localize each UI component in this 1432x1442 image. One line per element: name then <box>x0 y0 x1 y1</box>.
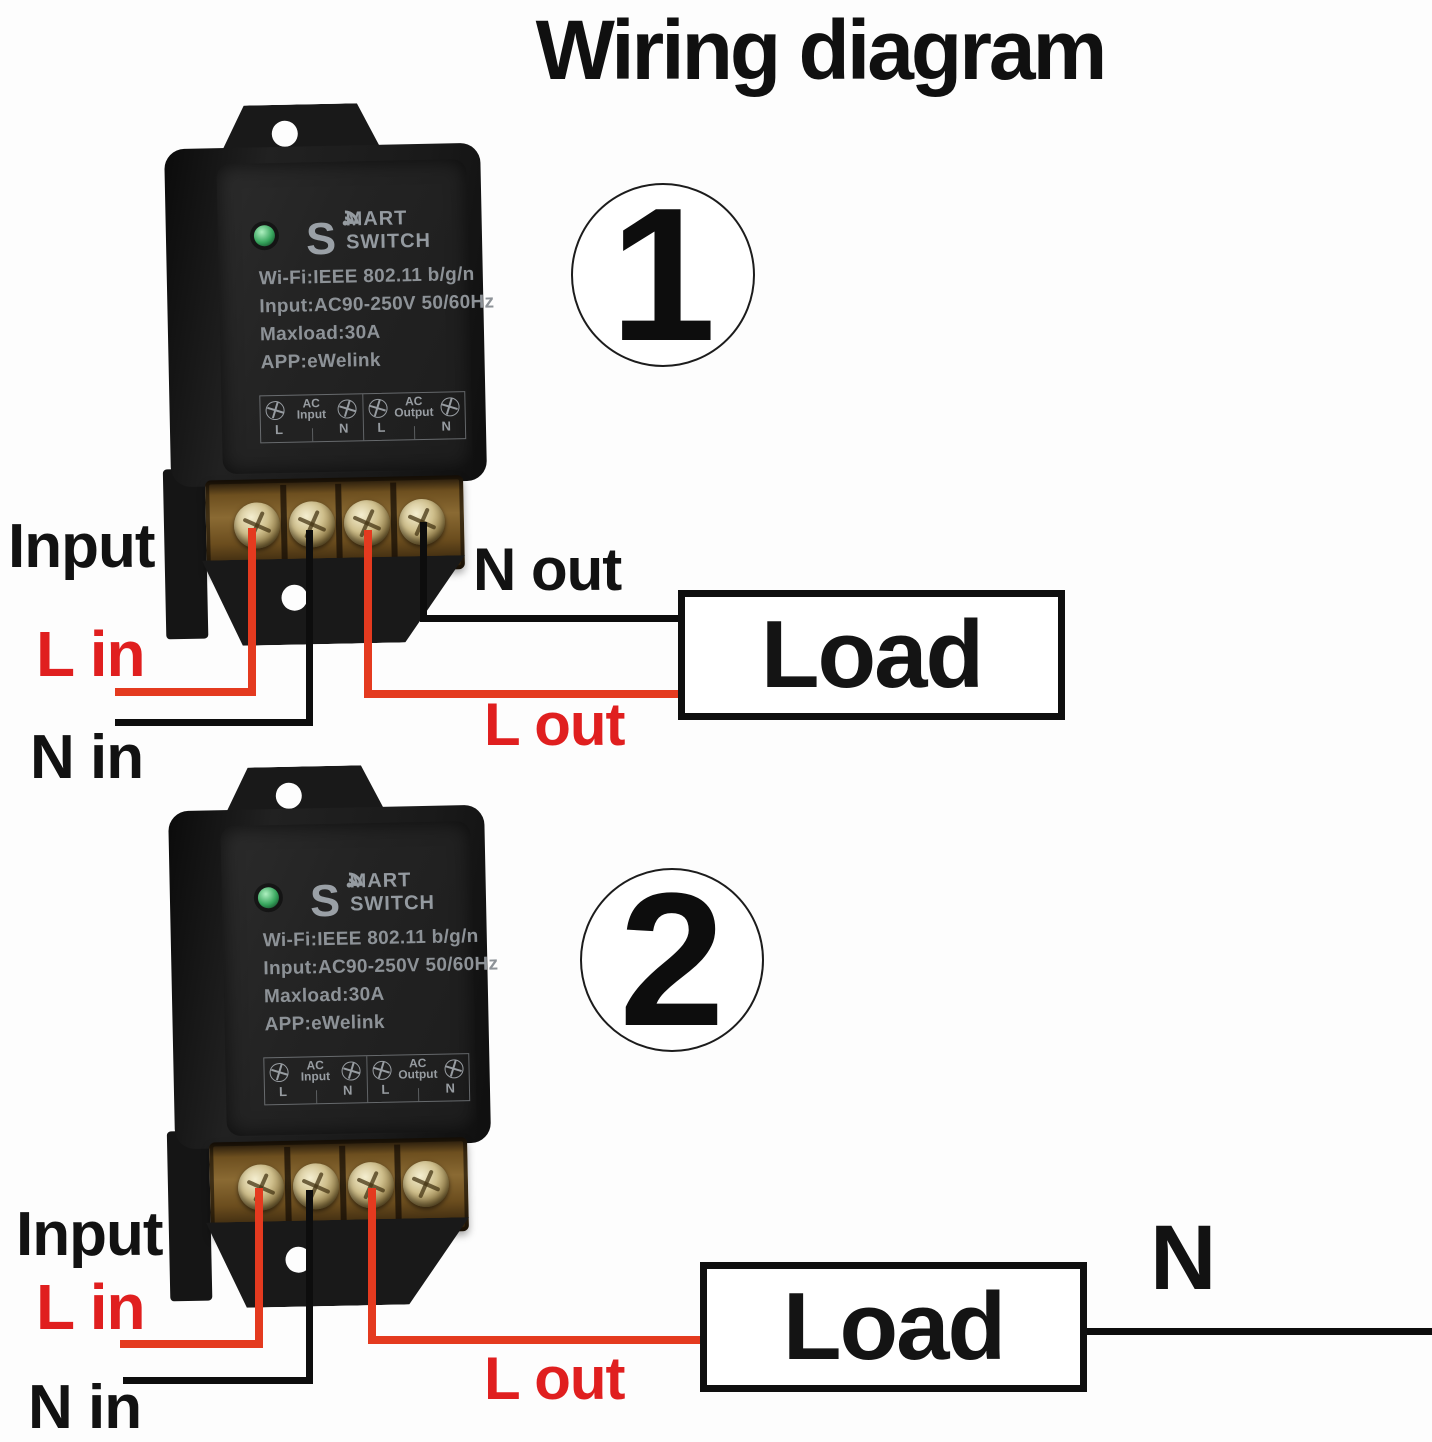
power-led-icon <box>257 887 280 909</box>
terminal-label-panel: AC Input L N AC <box>263 1053 471 1106</box>
screw-terminal-icon <box>367 398 388 418</box>
step-number: 1 <box>610 169 716 381</box>
wire-live-in-vertical-1 <box>248 528 256 696</box>
step-2-badge: 2 <box>580 854 764 1066</box>
wire-live-out-horizontal-2 <box>368 1336 700 1344</box>
smart-switch-device-1: S MART SWITCH Wi-Fi:IEEE 802.11 b/g/n In… <box>153 97 495 656</box>
wire-neutral-out-vertical-1 <box>420 522 427 622</box>
step-number: 2 <box>619 854 725 1066</box>
neutral-terminal-label: N <box>445 1080 456 1096</box>
n-out-label-1: N out <box>473 536 622 603</box>
ac-output-group: AC Output L N <box>367 1054 469 1102</box>
screw-terminal-icon <box>265 400 285 420</box>
spec-line: APP:eWelink <box>264 1011 385 1036</box>
output-label: Output <box>398 1066 438 1082</box>
device-face: S MART SWITCH Wi-Fi:IEEE 802.11 b/g/n In… <box>216 159 495 475</box>
n-in-label-2: N in <box>28 1373 142 1442</box>
wire-neutral-in-vertical-1 <box>306 530 313 726</box>
load-box-2: Load <box>700 1262 1087 1392</box>
neutral-terminal-label: N <box>441 418 452 434</box>
input-label: Input <box>296 406 327 422</box>
power-led-icon <box>253 225 276 247</box>
screw-terminal-icon <box>337 398 358 419</box>
l-out-label-2: L out <box>484 1345 626 1412</box>
brand-logo: S MART SWITCH <box>309 866 480 926</box>
output-label: Output <box>394 404 434 420</box>
mounting-hole-icon <box>276 783 303 810</box>
side-mounting-plate <box>162 468 209 640</box>
brass-screw-icon <box>402 1160 450 1208</box>
step-1-badge: 1 <box>571 169 755 381</box>
screw-terminal-icon <box>341 1060 362 1081</box>
neutral-label-2: N <box>1150 1207 1217 1309</box>
load-label-2: Load <box>782 1273 1006 1380</box>
screw-terminal-icon <box>440 396 460 417</box>
wire-live-out-horizontal-1 <box>364 690 678 698</box>
wire-live-in-horizontal-2 <box>120 1340 263 1348</box>
logo-text: MART SWITCH <box>345 207 432 254</box>
bottom-mounting-bracket <box>191 555 473 647</box>
load-label-1: Load <box>760 601 984 708</box>
load-box-1: Load <box>678 590 1065 720</box>
side-mounting-plate <box>166 1130 213 1302</box>
terminal-label-panel: AC Input L N AC <box>259 391 467 444</box>
wire-neutral-in-horizontal-2 <box>123 1377 313 1384</box>
live-terminal-label: L <box>377 419 386 435</box>
wire-neutral-out-horizontal-1 <box>420 615 678 622</box>
device-face: S MART SWITCH Wi-Fi:IEEE 802.11 b/g/n In… <box>220 821 499 1137</box>
wire-live-out-vertical-2 <box>368 1188 376 1344</box>
logo-text: MART SWITCH <box>349 869 436 916</box>
neutral-terminal-label: N <box>338 420 349 436</box>
brass-screw-icon <box>233 501 281 549</box>
l-in-label-2: L in <box>36 1271 146 1343</box>
device-spec-lines: Wi-Fi:IEEE 802.11 b/g/n Input:AC90-250V … <box>263 922 500 1039</box>
wire-neutral-in-horizontal-1 <box>115 719 313 726</box>
input-label-1: Input <box>8 512 155 581</box>
neutral-terminal-label: N <box>342 1082 353 1098</box>
screw-terminal-icon <box>269 1062 289 1082</box>
live-terminal-label: L <box>381 1081 390 1097</box>
ac-input-group: AC Input L N <box>260 394 364 443</box>
live-terminal-label: L <box>274 421 284 438</box>
mounting-hole-icon <box>272 121 299 148</box>
wire-live-in-vertical-2 <box>255 1188 263 1348</box>
smart-switch-device-2: S MART SWITCH Wi-Fi:IEEE 802.11 b/g/n In… <box>157 759 499 1318</box>
brass-screw-icon <box>292 1162 340 1210</box>
input-label: Input <box>300 1068 331 1084</box>
input-label-2: Input <box>16 1200 163 1269</box>
wire-neutral-in-vertical-2 <box>306 1190 313 1384</box>
ac-input-group: AC Input L N <box>264 1056 368 1105</box>
mounting-hole-icon <box>281 584 308 611</box>
ac-output-group: AC Output L N <box>363 392 465 440</box>
live-terminal-label: L <box>278 1083 288 1100</box>
wire-live-out-vertical-1 <box>364 530 372 698</box>
spec-line: Input:AC90-250V 50/60Hz <box>263 953 499 980</box>
spec-line: Input:AC90-250V 50/60Hz <box>259 291 495 318</box>
bottom-mounting-bracket <box>195 1217 477 1309</box>
wire-neutral-line-2 <box>1087 1328 1432 1335</box>
wire-live-in-horizontal-1 <box>115 688 256 696</box>
screw-terminal-icon <box>444 1058 464 1079</box>
brand-logo: S MART SWITCH <box>305 204 476 264</box>
page-title: Wiring diagram <box>535 3 1108 97</box>
device-spec-lines: Wi-Fi:IEEE 802.11 b/g/n Input:AC90-250V … <box>259 260 496 377</box>
l-in-label-1: L in <box>36 618 146 690</box>
screw-terminal-icon <box>371 1060 392 1080</box>
n-in-label-1: N in <box>30 723 144 792</box>
spec-line: APP:eWelink <box>260 349 381 374</box>
l-out-label-1: L out <box>484 691 626 758</box>
